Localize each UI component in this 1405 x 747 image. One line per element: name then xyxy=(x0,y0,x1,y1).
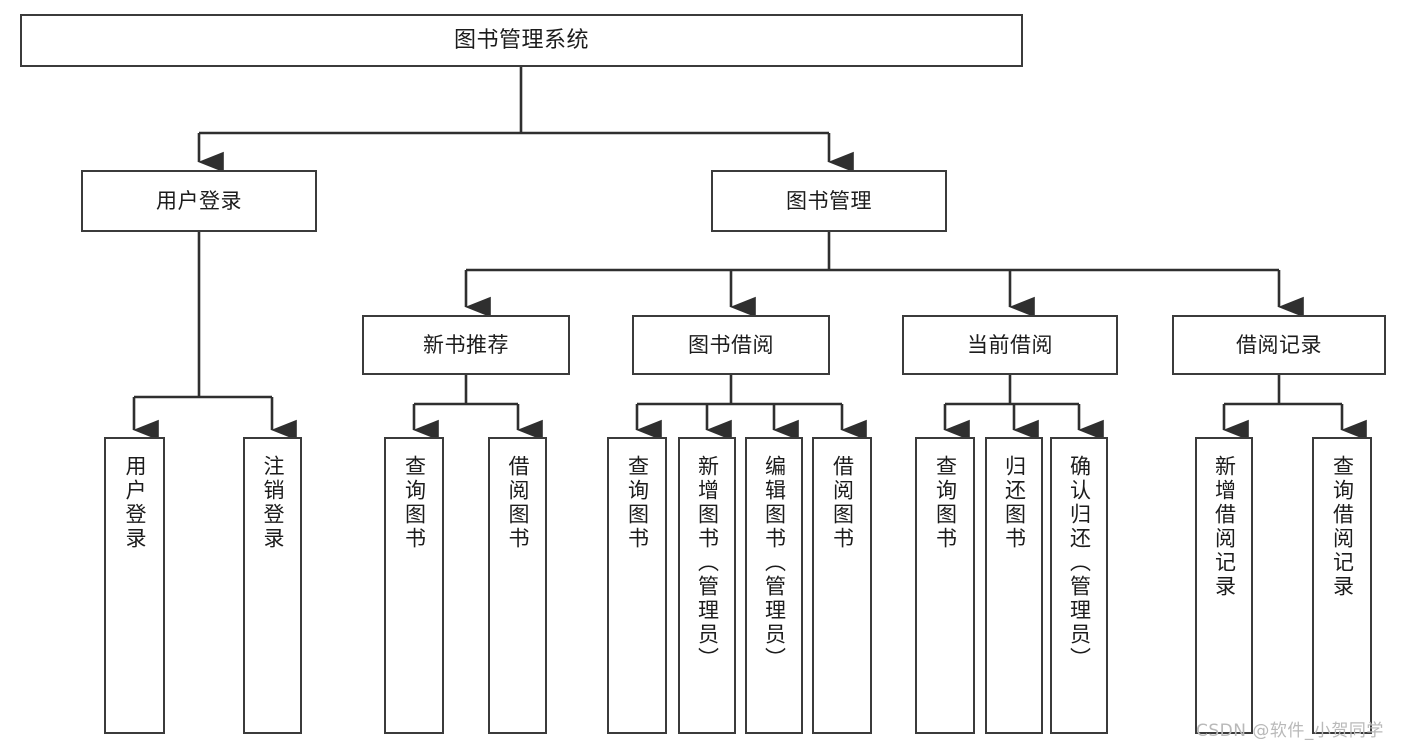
node-label: 图书管理 xyxy=(786,188,872,213)
node-root-book-management-system[interactable]: 图书管理系统 xyxy=(20,14,1023,67)
leaf-book-borrow-borrow-book[interactable]: 借阅图书 xyxy=(812,437,872,734)
node-label: 查询图书 xyxy=(933,455,958,551)
node-label: 新书推荐 xyxy=(423,332,509,357)
leaf-user-login-logout[interactable]: 注销登录 xyxy=(243,437,302,734)
node-label: 确认归还（管理员） xyxy=(1067,455,1092,671)
csdn-watermark: CSDN @软件_小贺同学 xyxy=(1196,721,1384,741)
leaf-book-borrow-query-book[interactable]: 查询图书 xyxy=(607,437,667,734)
leaf-user-login-login[interactable]: 用户登录 xyxy=(104,437,165,734)
node-label: 查询借阅记录 xyxy=(1330,455,1355,599)
leaf-book-borrow-edit-book-admin[interactable]: 编辑图书（管理员） xyxy=(745,437,803,734)
node-label: 用户登录 xyxy=(123,455,147,551)
node-borrow-record[interactable]: 借阅记录 xyxy=(1172,315,1386,375)
node-current-borrow[interactable]: 当前借阅 xyxy=(902,315,1118,375)
leaf-borrow-record-add-record[interactable]: 新增借阅记录 xyxy=(1195,437,1253,734)
node-label: 新增图书（管理员） xyxy=(695,455,720,671)
node-label: 查询图书 xyxy=(402,455,427,551)
node-label: 查询图书 xyxy=(625,455,650,551)
leaf-new-book-borrow-book[interactable]: 借阅图书 xyxy=(488,437,547,734)
leaf-current-borrow-confirm-return-admin[interactable]: 确认归还（管理员） xyxy=(1050,437,1108,734)
node-book-borrow[interactable]: 图书借阅 xyxy=(632,315,830,375)
node-label: 归还图书 xyxy=(1002,455,1027,551)
node-new-book-recommend[interactable]: 新书推荐 xyxy=(362,315,570,375)
node-label: 当前借阅 xyxy=(967,332,1053,357)
leaf-current-borrow-return-book[interactable]: 归还图书 xyxy=(985,437,1043,734)
node-user-login[interactable]: 用户登录 xyxy=(81,170,317,232)
node-label: 图书借阅 xyxy=(688,332,774,357)
node-label: 图书管理系统 xyxy=(453,27,589,53)
node-label: 借阅图书 xyxy=(506,455,530,551)
node-label: 借阅记录 xyxy=(1236,332,1322,357)
node-label: 新增借阅记录 xyxy=(1212,455,1237,599)
leaf-current-borrow-query-book[interactable]: 查询图书 xyxy=(915,437,975,734)
leaf-new-book-query-book[interactable]: 查询图书 xyxy=(384,437,444,734)
node-label: 用户登录 xyxy=(156,188,242,213)
node-label: 编辑图书（管理员） xyxy=(762,455,787,671)
leaf-book-borrow-add-book-admin[interactable]: 新增图书（管理员） xyxy=(678,437,736,734)
node-label: 借阅图书 xyxy=(830,455,855,551)
node-label: 注销登录 xyxy=(261,455,285,551)
node-book-management[interactable]: 图书管理 xyxy=(711,170,947,232)
leaf-borrow-record-query-record[interactable]: 查询借阅记录 xyxy=(1312,437,1372,734)
